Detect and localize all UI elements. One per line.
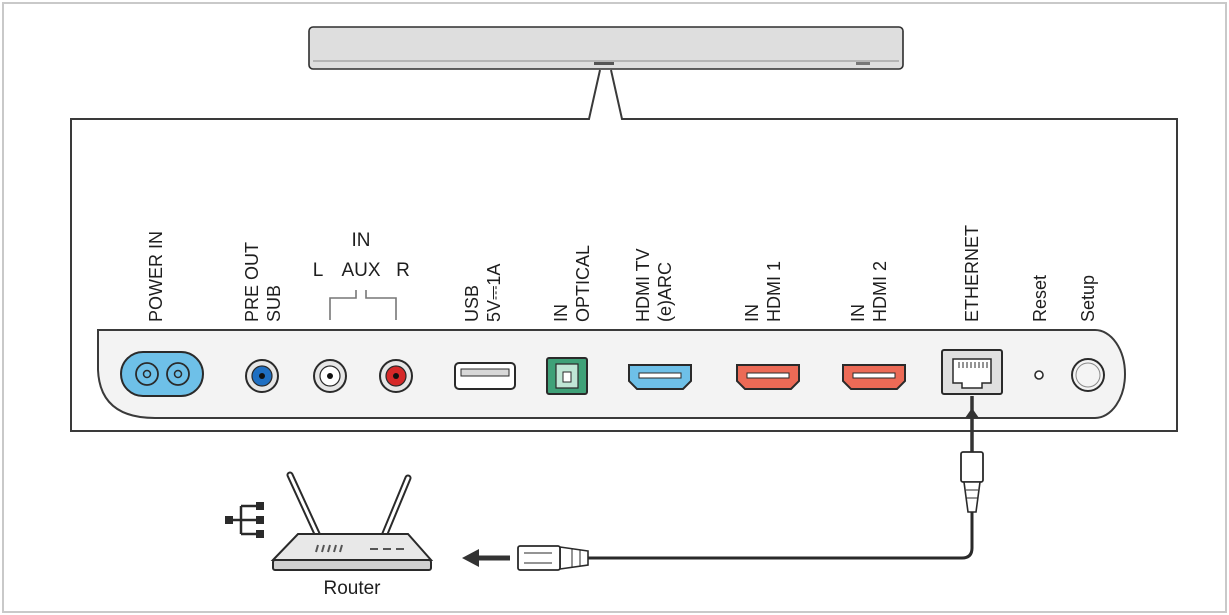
power-in-port <box>120 351 204 397</box>
usb-port <box>454 362 516 390</box>
label-aux: AUX <box>341 260 380 281</box>
hdmi-1-port <box>736 364 800 390</box>
label-hdmi2-in: IN <box>848 304 868 322</box>
network-tree-icon <box>225 502 264 538</box>
label-power-in: POWER IN <box>146 231 166 322</box>
label-aux-l: L <box>313 260 324 281</box>
hdmi-2-port <box>842 364 906 390</box>
router-device <box>270 471 434 571</box>
label-hdmi2: HDMI 2 <box>870 261 890 322</box>
label-usb: USB <box>462 285 482 322</box>
label-aux-r: R <box>396 260 410 281</box>
label-usb-power: 5V⎓1A <box>484 264 504 322</box>
ethernet-cable <box>517 396 984 571</box>
label-hdmi1: HDMI 1 <box>764 261 784 322</box>
connector-strip <box>97 329 1126 419</box>
port-labels: POWER IN PRE OUT SUB IN L AUX R USB 5V⎓1… <box>146 225 1098 322</box>
aux-bracket <box>329 290 397 320</box>
optical-port <box>546 357 588 395</box>
hdmi-tv-arc-port <box>628 364 692 390</box>
label-optical: OPTICAL <box>573 245 593 322</box>
label-hdmi-tv: HDMI TV <box>633 248 653 322</box>
label-setup: Setup <box>1078 275 1098 322</box>
label-hdmi1-in: IN <box>742 304 762 322</box>
rear-panel-callout <box>70 69 1178 432</box>
label-aux-in: IN <box>352 230 371 251</box>
label-ethernet: ETHERNET <box>962 225 982 322</box>
arrow-left-icon <box>462 549 510 567</box>
label-earc: (e)ARC <box>655 262 675 322</box>
setup-button <box>1071 358 1105 392</box>
soundbar-front <box>308 26 904 70</box>
reset-pinhole <box>1034 370 1044 380</box>
label-pre-out: PRE OUT <box>242 242 262 322</box>
label-sub: SUB <box>264 285 284 322</box>
label-reset: Reset <box>1030 275 1050 322</box>
aux-left-jack <box>313 359 347 393</box>
aux-right-jack <box>379 359 413 393</box>
pre-out-sub-jack <box>245 359 279 393</box>
ethernet-port <box>941 349 1003 395</box>
label-optical-in: IN <box>551 304 571 322</box>
router-label: Router <box>323 578 381 599</box>
